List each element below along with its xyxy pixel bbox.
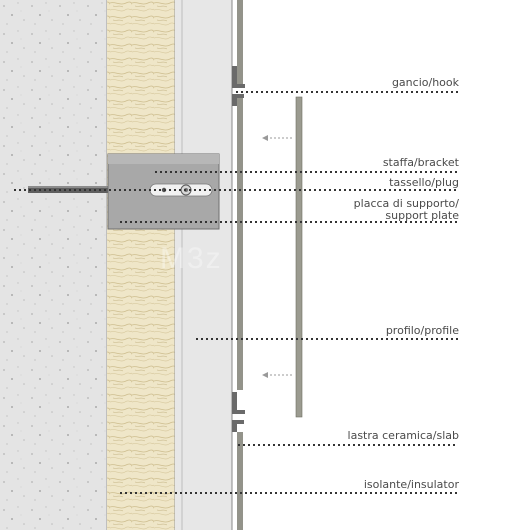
concrete-wall xyxy=(0,0,107,530)
label-plug: tassello/plug xyxy=(389,176,459,189)
profile-rail xyxy=(295,96,303,418)
label-slab: lastra ceramica/slab xyxy=(347,429,459,442)
label-profile: profilo/profile xyxy=(385,324,459,337)
board-layer xyxy=(175,0,232,530)
ceramic-slab xyxy=(237,0,243,530)
leader-lines xyxy=(14,91,458,494)
label-insulator: isolante/insulator xyxy=(363,478,459,491)
watermark-text: M3z xyxy=(160,242,223,275)
airflow-arrow xyxy=(266,137,292,376)
label-support-plate-line2: support plate xyxy=(385,209,459,222)
support-plate xyxy=(107,153,220,230)
insulation-layer xyxy=(107,0,175,530)
label-hook: gancio/hook xyxy=(391,76,459,89)
label-bracket: staffa/bracket xyxy=(382,156,459,169)
label-support-plate-line1: placca di supporto/ xyxy=(353,197,459,210)
hook-clip xyxy=(232,66,245,432)
